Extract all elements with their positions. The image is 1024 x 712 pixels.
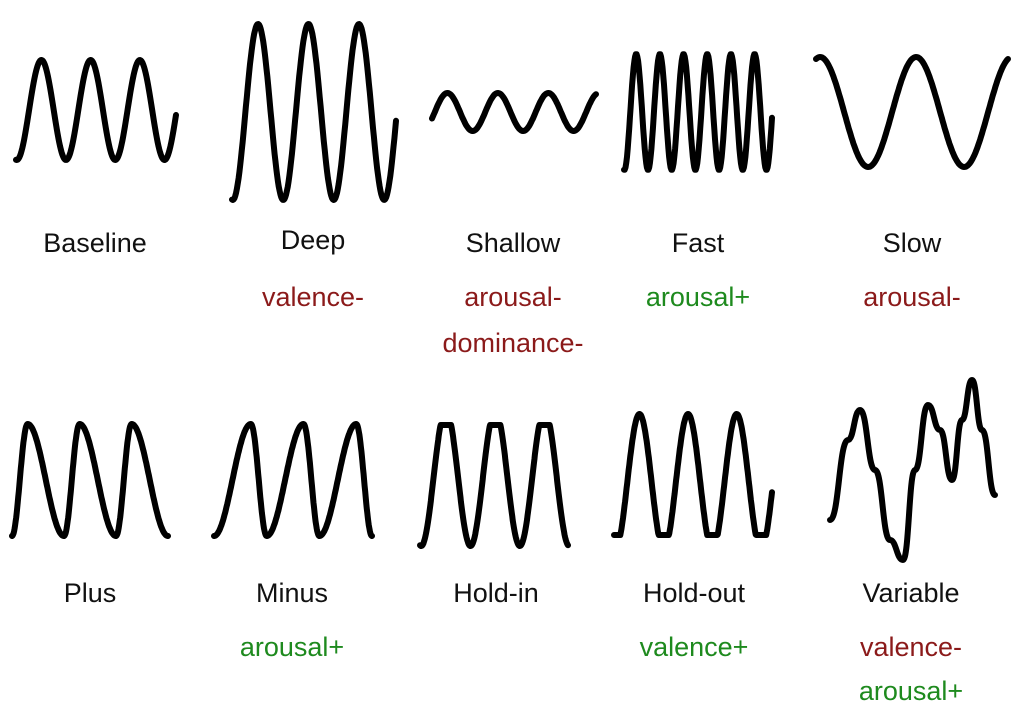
label-slow: Slow [882,228,942,258]
wave-baseline [13,57,179,163]
label-plus: Plus [63,578,117,608]
wave-hold-out [611,411,775,538]
label-deep: Deep [280,225,346,255]
tag-variable-1: valence- [859,632,963,662]
tag-fast-1: arousal+ [645,282,751,312]
tag-shallow-2: dominance- [442,328,584,358]
tag-hold-out-1: valence+ [639,632,749,662]
wave-shallow [429,90,599,134]
tag-deep-1: valence- [261,282,365,312]
label-minus: Minus [255,578,329,608]
wave-minus [211,421,375,539]
wave-variable [827,377,998,563]
label-variable: Variable [862,578,960,608]
label-baseline: Baseline [43,228,147,258]
tag-slow-1: arousal- [863,282,961,312]
tag-shallow-1: arousal- [464,282,562,312]
label-hold-in: Hold-in [453,578,539,608]
label-shallow: Shallow [465,228,561,258]
wave-hold-in [417,422,571,549]
label-hold-out: Hold-out [642,578,746,608]
wave-fast [621,51,775,173]
wave-slow [813,54,1011,170]
wave-deep [229,21,399,203]
label-fast: Fast [671,228,725,258]
wave-plus [9,421,171,539]
tag-minus-1: arousal+ [239,632,345,662]
tag-variable-2: arousal+ [858,676,964,706]
